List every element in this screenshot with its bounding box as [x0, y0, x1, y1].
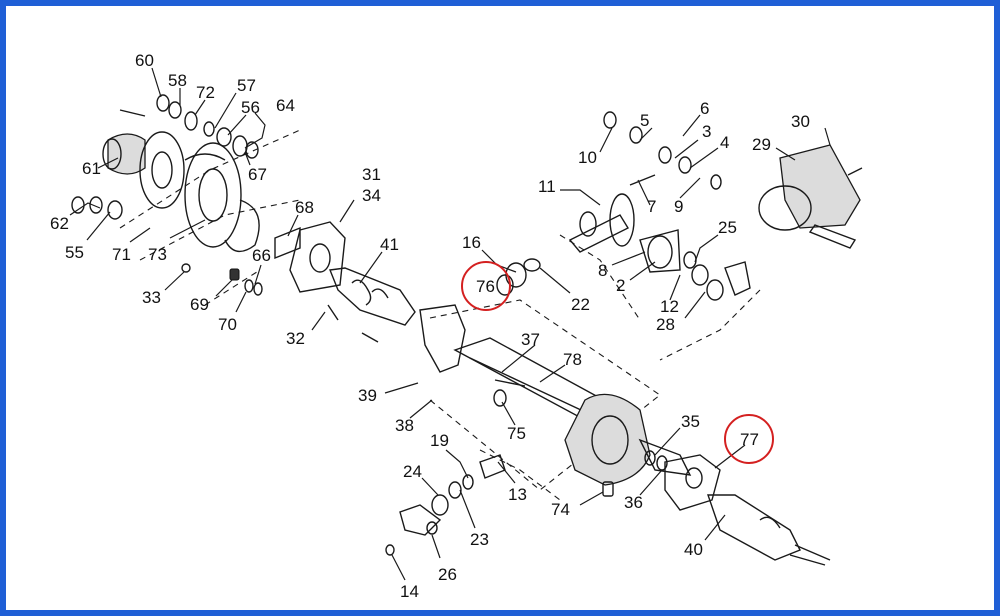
label-2: 2 — [616, 276, 625, 295]
label-25: 25 — [718, 218, 737, 237]
label-4: 4 — [720, 133, 729, 152]
label-10: 10 — [578, 148, 597, 167]
label-9: 9 — [674, 197, 683, 216]
differential-internals — [496, 111, 751, 301]
label-5: 5 — [640, 111, 649, 130]
label-12: 12 — [660, 297, 679, 316]
label-68: 68 — [295, 198, 314, 217]
knuckle-right-axle — [664, 454, 831, 566]
label-75: 75 — [507, 424, 526, 443]
label-28: 28 — [656, 315, 675, 334]
label-56: 56 — [241, 98, 260, 117]
label-7: 7 — [647, 197, 656, 216]
label-67: 67 — [248, 165, 267, 184]
label-57: 57 — [237, 76, 256, 95]
label-37: 37 — [521, 330, 540, 349]
label-3: 3 — [702, 122, 711, 141]
label-34: 34 — [362, 186, 381, 205]
label-6: 6 — [700, 99, 709, 118]
label-78: 78 — [563, 350, 582, 369]
label-74: 74 — [551, 500, 570, 519]
label-64: 64 — [276, 96, 295, 115]
label-11: 11 — [538, 177, 556, 196]
label-33: 33 — [142, 288, 161, 307]
label-62: 62 — [50, 214, 69, 233]
highlight-circle-76 — [461, 261, 511, 311]
exploded-parts-diagram: 60 58 72 57 56 64 61 67 62 55 71 73 33 6… — [50, 51, 863, 601]
label-73: 73 — [148, 245, 167, 264]
label-16: 16 — [462, 233, 481, 252]
label-60: 60 — [135, 51, 154, 70]
label-30: 30 — [791, 112, 810, 131]
label-24: 24 — [403, 462, 422, 481]
label-69: 69 — [190, 295, 209, 314]
label-35: 35 — [681, 412, 700, 431]
leader-lines — [69, 67, 831, 581]
label-72: 72 — [196, 83, 215, 102]
label-77: 77 — [740, 430, 759, 449]
label-36: 36 — [624, 493, 643, 512]
label-39: 39 — [358, 386, 377, 405]
label-40: 40 — [684, 540, 703, 559]
label-71: 71 — [112, 245, 131, 264]
highlight-circle-77 — [724, 414, 774, 464]
label-38: 38 — [395, 416, 414, 435]
label-29: 29 — [752, 135, 771, 154]
label-22: 22 — [571, 295, 590, 314]
label-55: 55 — [65, 243, 84, 262]
label-32: 32 — [286, 329, 305, 348]
highlight-circles — [461, 261, 774, 464]
differential-cover — [758, 144, 863, 249]
label-8: 8 — [598, 261, 607, 280]
knuckle-left-axle — [274, 221, 466, 373]
label-66: 66 — [252, 246, 271, 265]
label-19: 19 — [430, 431, 449, 450]
label-41: 41 — [380, 235, 399, 254]
label-13: 13 — [508, 485, 527, 504]
label-23: 23 — [470, 530, 489, 549]
label-61: 61 — [82, 159, 101, 178]
label-58: 58 — [168, 71, 187, 90]
hub-rotor-assembly — [71, 94, 263, 296]
part-labels: 60 58 72 57 56 64 61 67 62 55 71 73 33 6… — [50, 51, 810, 601]
label-26: 26 — [438, 565, 457, 584]
label-14: 14 — [400, 582, 419, 601]
label-76: 76 — [476, 277, 495, 296]
label-31: 31 — [362, 165, 381, 184]
label-70: 70 — [218, 315, 237, 334]
